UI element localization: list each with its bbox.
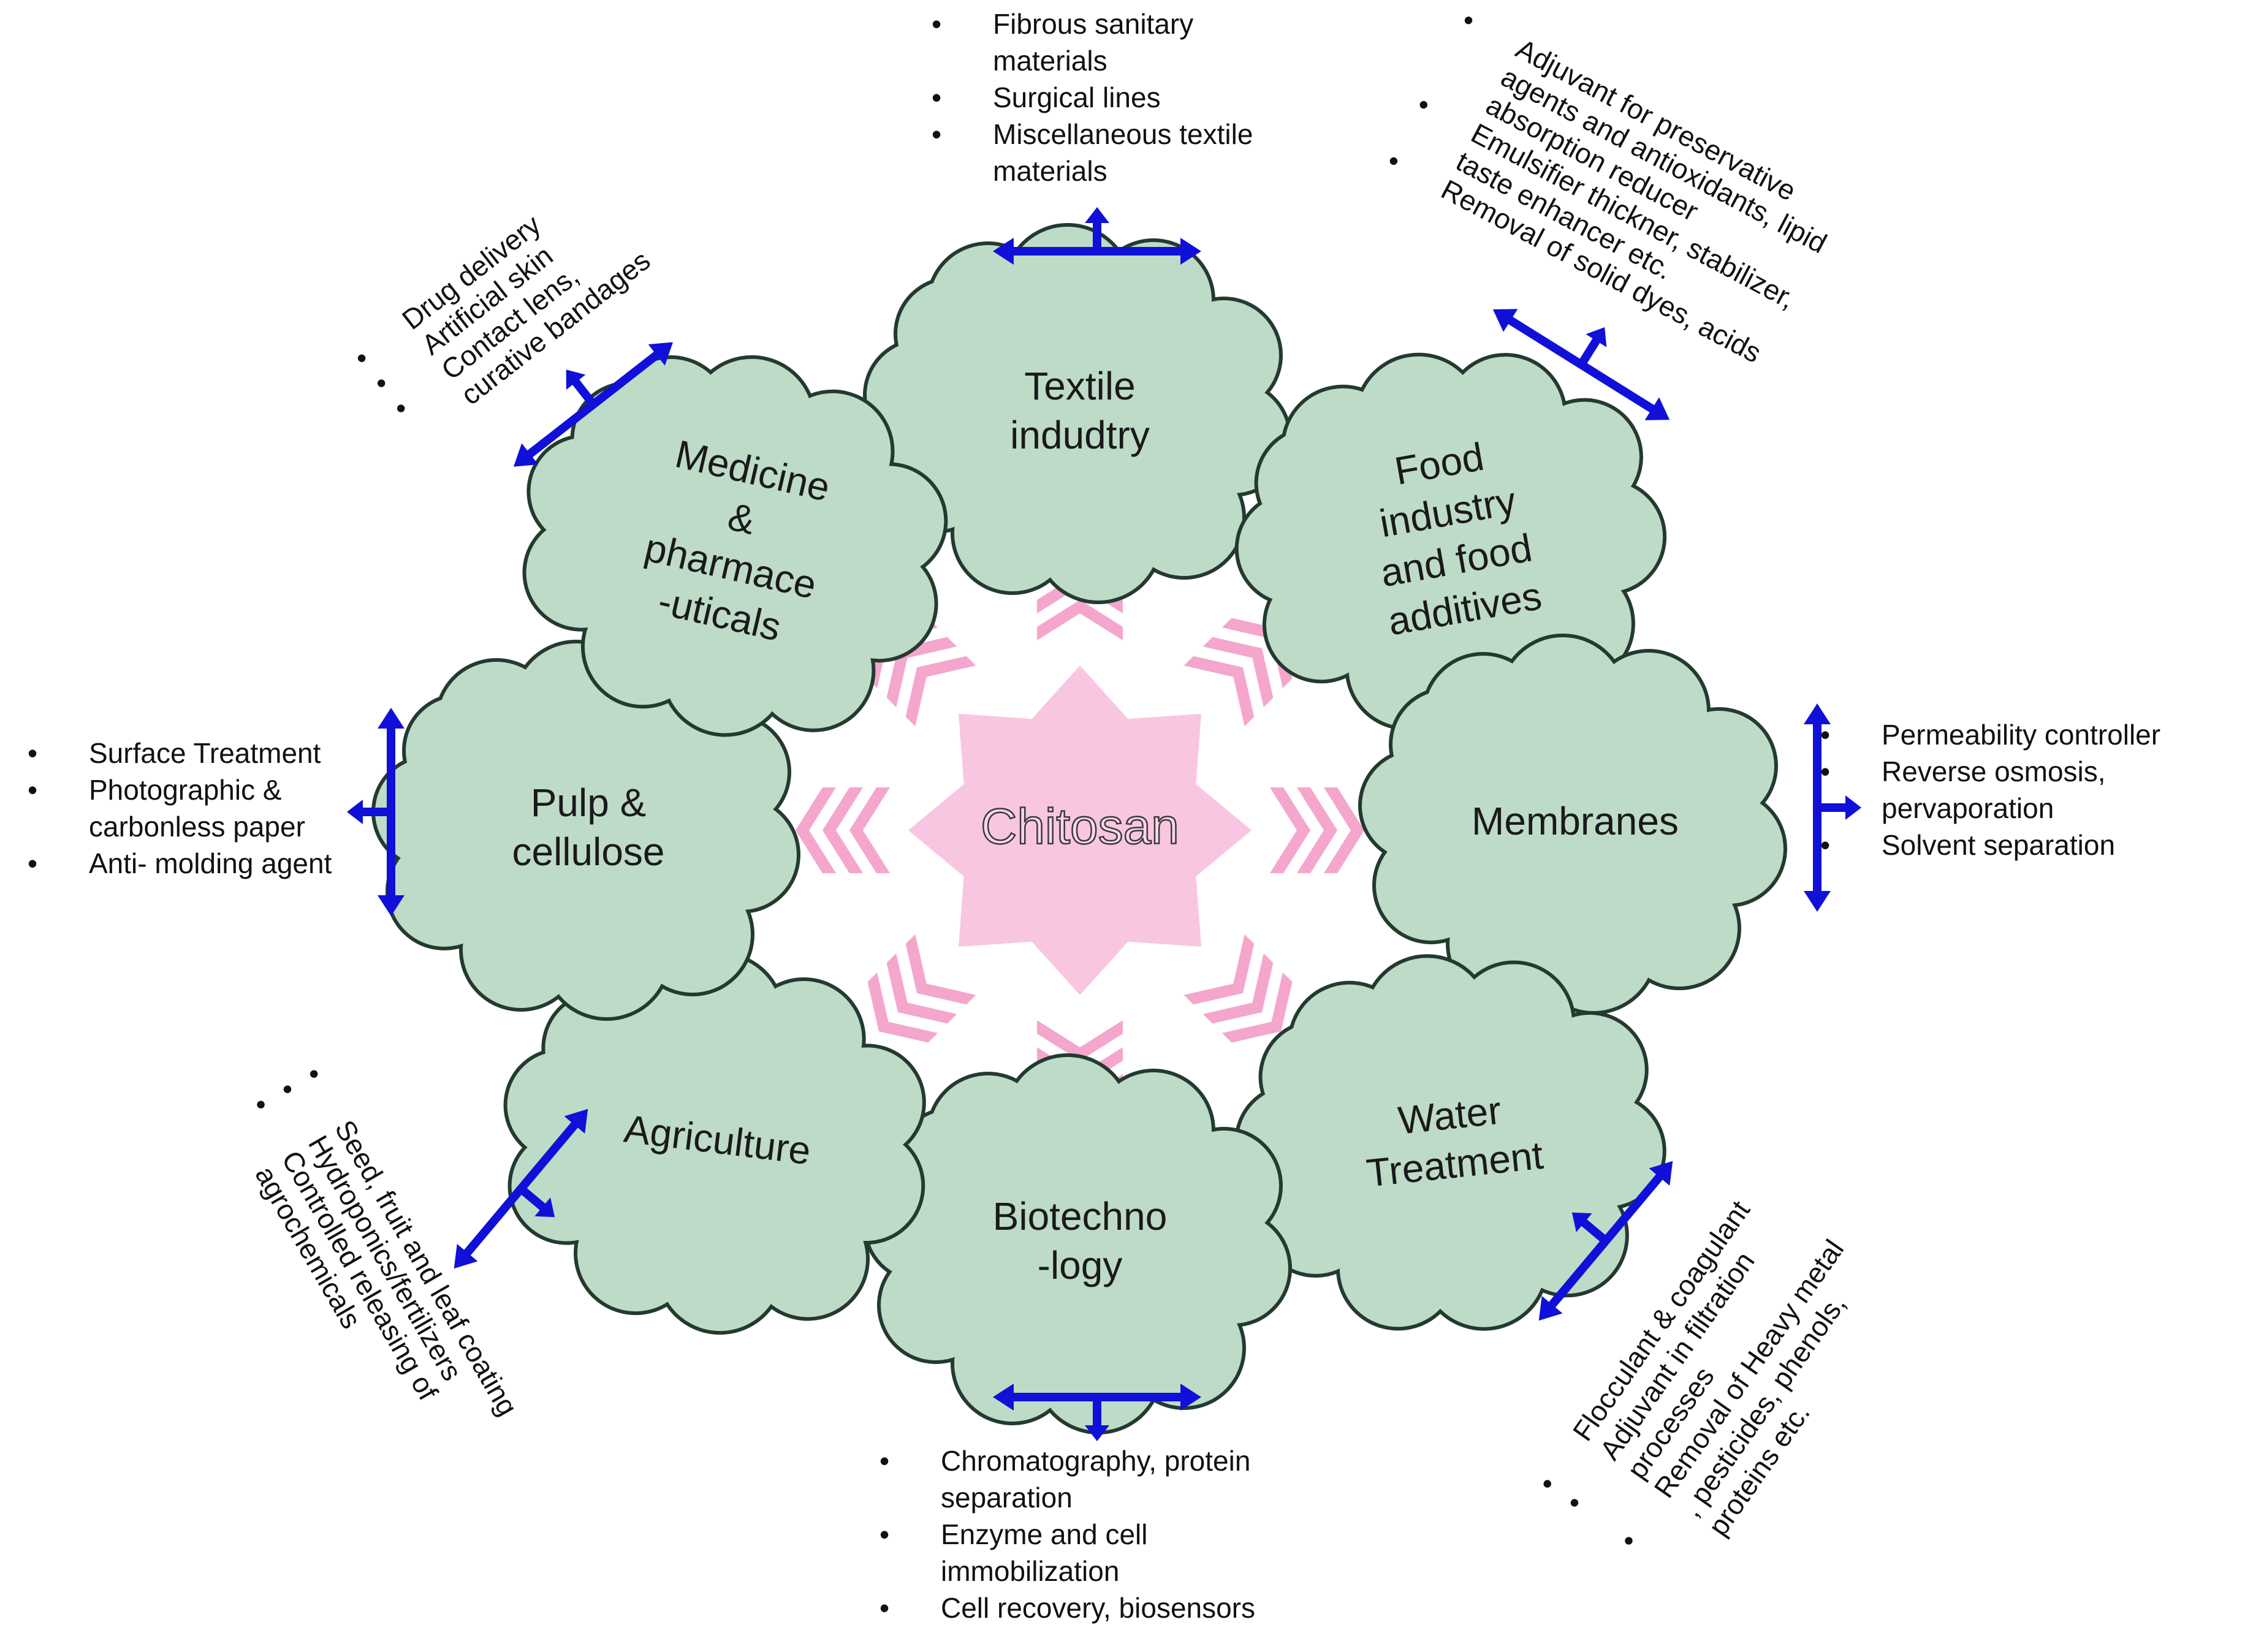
list-item-biotech: immobilization — [941, 1555, 1119, 1587]
chevron-stripe — [1324, 787, 1364, 873]
chevron-stripe — [905, 656, 976, 727]
list-pulp: • Surface Treatment • Photographic & carbonl… — [28, 737, 332, 879]
bullet-dot: • — [245, 1092, 278, 1116]
chevron-down-left — [867, 934, 976, 1043]
list-item-biotech: Enzyme and cell — [941, 1518, 1148, 1550]
chevron-stripe — [822, 787, 863, 873]
list-item-pulp: Anti- molding agent — [89, 847, 332, 879]
cloud-medicine: Medicine&pharmace-uticals — [522, 355, 948, 737]
list-item-textile: Miscellaneous textile — [993, 118, 1253, 150]
cloud-label-textile: indudtry — [1010, 413, 1150, 457]
list-item-membranes: pervaporation — [1882, 792, 2054, 824]
list-item-pulp: Photographic & — [89, 774, 282, 806]
list-item-membranes: Reverse osmosis, — [1882, 756, 2106, 787]
bullet-dot: • — [348, 343, 375, 374]
list-textile: • Fibrous sanitary materials • Surgical line… — [932, 8, 1253, 187]
list-item-biotech: Cell recovery, biosensors — [941, 1592, 1255, 1624]
cloud-label-membranes: Membranes — [1472, 799, 1679, 843]
list-item-textile: Fibrous sanitary — [993, 8, 1193, 40]
arrow-pulp — [347, 708, 405, 916]
cloud-textile: Textile indudtry — [863, 223, 1292, 604]
chevron-stripe — [796, 787, 836, 873]
cloud-label-pulp: Pulp & — [531, 781, 647, 825]
cloud-label-textile: Textile — [1024, 364, 1135, 408]
cloud-label-pulp: cellulose — [512, 830, 664, 874]
chevron-stripe — [1202, 637, 1274, 708]
bullet-dot: • — [879, 1592, 889, 1624]
cloud-biotech: Biotechno -logy — [863, 1053, 1292, 1434]
bullet-dot: • — [932, 81, 941, 113]
bullet-dot: • — [879, 1518, 889, 1550]
bullet-dot: • — [1613, 1528, 1644, 1554]
center-node: Chitosan — [908, 665, 1252, 995]
bullet-dot: • — [1457, 4, 1481, 36]
bullet-dot: • — [1820, 719, 1830, 751]
list-item-textile: materials — [993, 45, 1107, 77]
list-item-membranes: Permeability controller — [1882, 719, 2160, 751]
arrow-membranes — [1804, 703, 1861, 912]
list-item-pulp: Surface Treatment — [89, 737, 321, 769]
bullet-dot: • — [1820, 756, 1830, 787]
arrow-textile — [993, 207, 1201, 265]
list-item-pulp: carbonless paper — [89, 811, 305, 843]
bullet-dot: • — [879, 1445, 889, 1477]
list-biotech: • Chromatography, protein separation • Enzym… — [879, 1445, 1255, 1624]
list-item-membranes: Solvent separation — [1882, 829, 2115, 861]
list-item-textile: materials — [993, 155, 1107, 187]
chevron-stripe — [849, 787, 890, 873]
chevron-stripe — [1270, 787, 1310, 873]
chevron-left — [796, 787, 890, 873]
bullet-dot: • — [1382, 145, 1406, 177]
bullet-dot: • — [28, 774, 37, 806]
connector-arrows — [347, 207, 1861, 1441]
bullet-dot: • — [1558, 1490, 1590, 1516]
chevron-stripe — [867, 972, 938, 1043]
chevron-stripe — [1221, 972, 1293, 1043]
chevron-stripe — [886, 953, 957, 1024]
list-agriculture: •Seed, fruit and leaf coating•Hydroponic… — [245, 1061, 524, 1421]
bullet-dot: • — [1820, 829, 1830, 861]
list-membranes: • Permeability controller • Reverse osmosis… — [1820, 719, 2160, 861]
center-label: Chitosan — [981, 799, 1179, 855]
bullet-dot: • — [387, 393, 414, 424]
arrow-medicine — [513, 342, 674, 467]
bullet-dot: • — [1412, 88, 1436, 121]
chevron-stripe — [1183, 934, 1255, 1005]
arrow-water — [1538, 1161, 1673, 1321]
list-item-biotech: Chromatography, protein — [941, 1445, 1250, 1477]
chevron-down-right — [1183, 934, 1293, 1043]
list-item-textile: Surgical lines — [993, 81, 1161, 113]
chevron-stripe — [1037, 1020, 1123, 1061]
bullet-dot: • — [28, 847, 37, 879]
arrow-food — [1492, 309, 1670, 420]
chevron-stripe — [1183, 656, 1255, 727]
bullet-dot: • — [932, 8, 941, 40]
chevron-stripe — [1037, 600, 1123, 640]
arrow-agriculture — [454, 1108, 588, 1269]
list-item-biotech: separation — [941, 1482, 1073, 1514]
bullet-dot: • — [367, 368, 395, 399]
bullet-dot: • — [932, 118, 941, 150]
center-star-shape — [908, 665, 1252, 995]
chevron-right — [1270, 787, 1364, 873]
arrow-biotech — [993, 1384, 1201, 1441]
chevron-stripe — [905, 934, 976, 1005]
chevron-stripe — [1297, 787, 1337, 873]
bullet-dot: • — [1531, 1471, 1563, 1497]
cloud-label-biotech: -logy — [1038, 1243, 1123, 1287]
bullet-dot: • — [28, 737, 37, 769]
chevron-stripe — [1202, 953, 1274, 1024]
cloud-label-biotech: Biotechno — [993, 1194, 1168, 1238]
cloud-label-water: Water — [1396, 1088, 1503, 1143]
